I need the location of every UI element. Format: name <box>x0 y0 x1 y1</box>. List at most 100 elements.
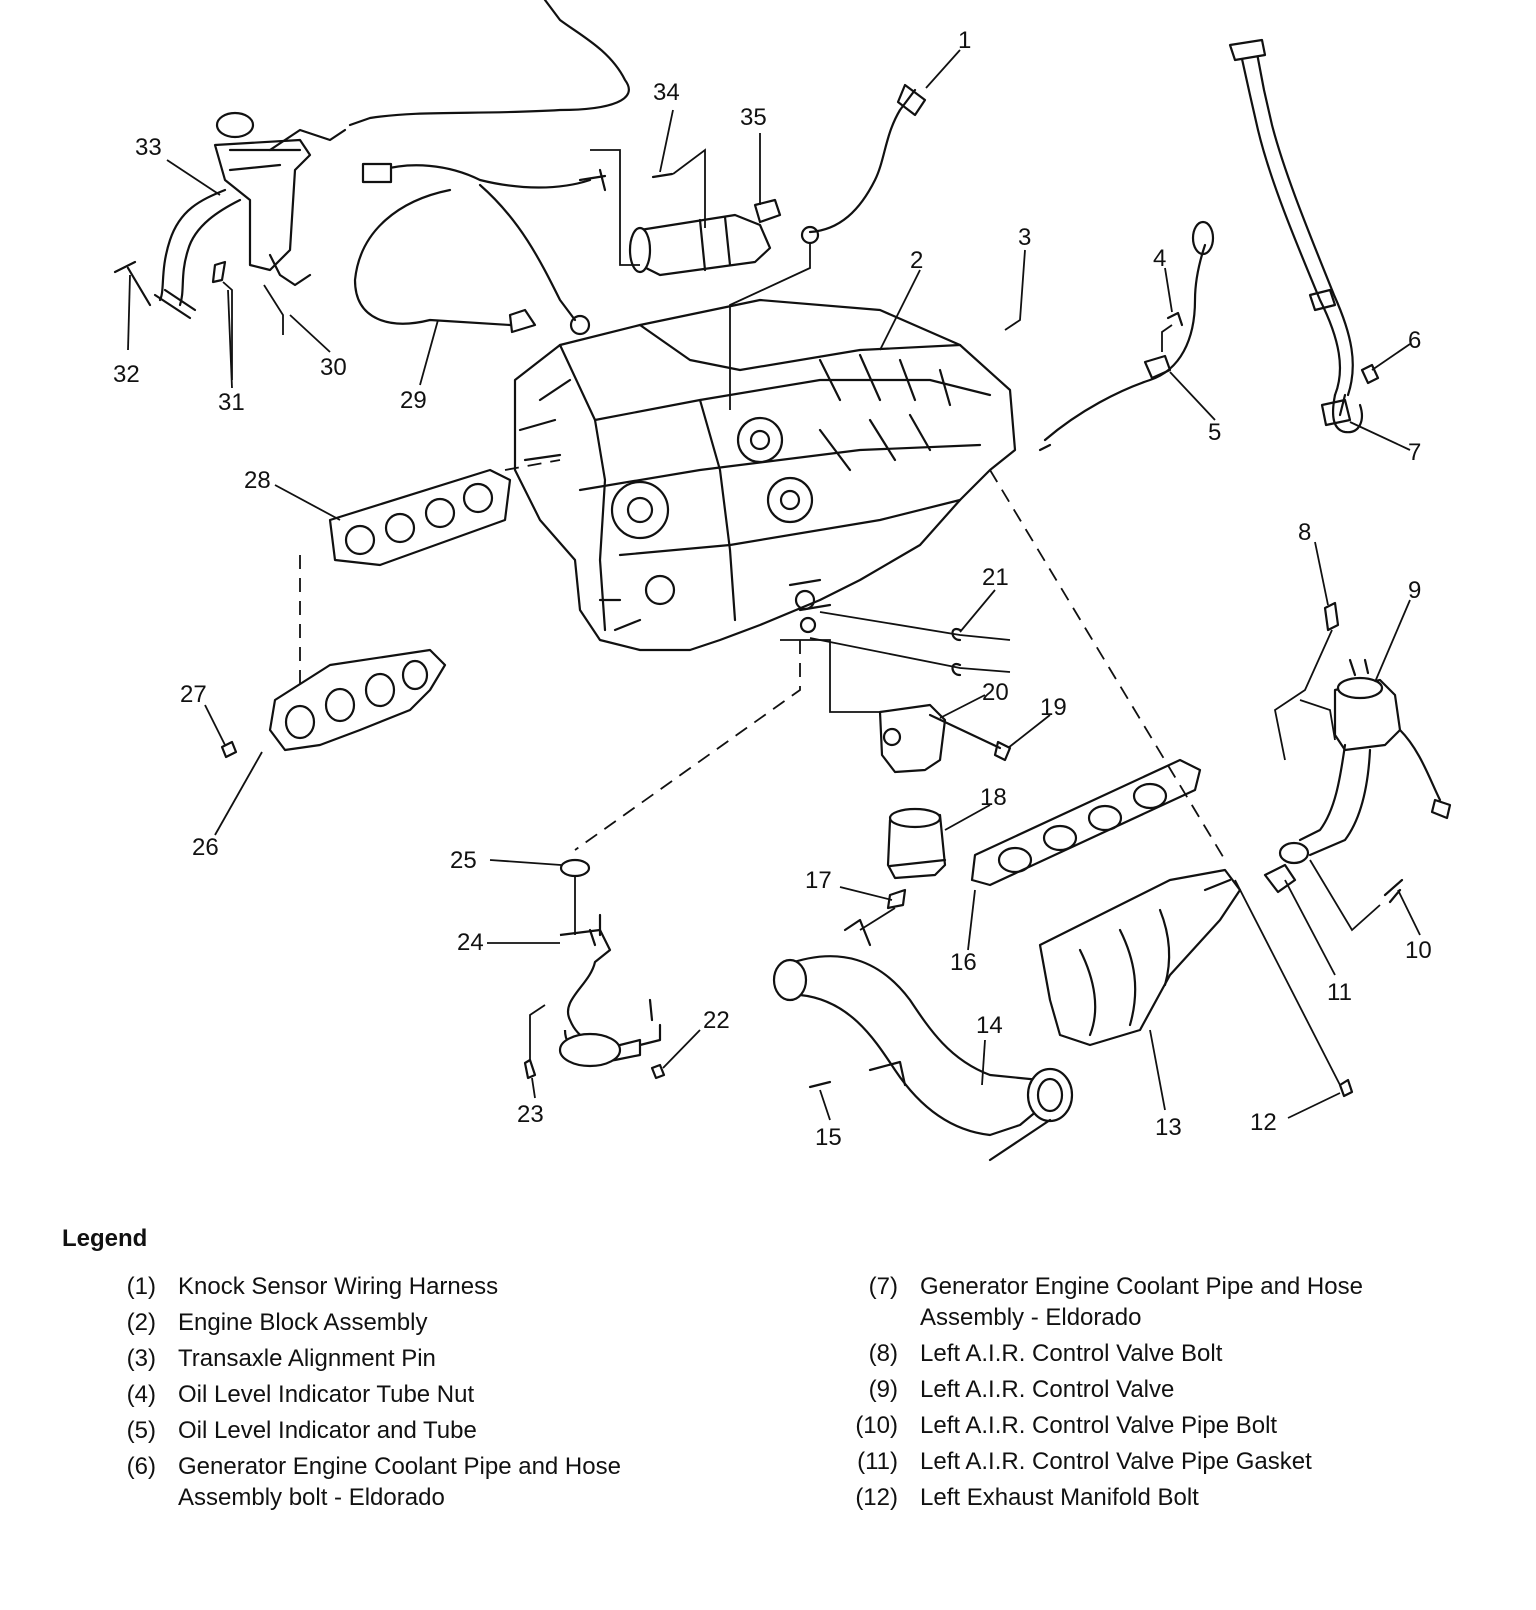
legend-item-line: Left A.I.R. Control Valve Bolt <box>920 1340 1223 1367</box>
callout-4: 4 <box>1153 245 1166 272</box>
callout-17: 17 <box>805 867 832 894</box>
legend-item-number: (2) <box>126 1309 156 1336</box>
callout-33: 33 <box>135 134 162 161</box>
leader-lines <box>127 49 1421 1121</box>
exhaust-crossover-pipe-drawing <box>772 918 1074 1162</box>
legend-item-text: Left A.I.R. Control Valve Pipe Gasket <box>920 1446 1312 1477</box>
legend-item-number: (11) <box>857 1448 898 1475</box>
callout-16: 16 <box>950 949 977 976</box>
callout-3: 3 <box>1018 224 1031 251</box>
legend-item: (1) Knock Sensor Wiring Harness <box>88 1271 621 1302</box>
legend-item-line: Assembly - Eldorado <box>920 1304 1142 1331</box>
legend-item-number: (8) <box>868 1340 898 1367</box>
legend-item: (2) Engine Block Assembly <box>88 1307 621 1338</box>
legend-item: (5) Oil Level Indicator and Tube <box>88 1415 621 1446</box>
generator-coolant-pipe-drawing <box>1228 38 1380 434</box>
callout-28: 28 <box>244 467 271 494</box>
legend-item-text: Knock Sensor Wiring Harness <box>178 1271 498 1302</box>
wiring-harness-drawing <box>348 0 640 336</box>
legend-item-line: Generator Engine Coolant Pipe and Hose <box>178 1453 621 1480</box>
legend-item-text: Oil Level Indicator and Tube <box>178 1415 477 1446</box>
legend-item: (8) Left A.I.R. Control Valve Bolt <box>830 1338 1363 1369</box>
legend-item-line: Left A.I.R. Control Valve <box>920 1376 1175 1403</box>
legend-item-line: Assembly bolt - Eldorado <box>178 1484 445 1511</box>
callout-23: 23 <box>517 1101 544 1128</box>
legend-item: (9) Left A.I.R. Control Valve <box>830 1374 1363 1405</box>
callout-9: 9 <box>1408 577 1421 604</box>
legend-item: (12) Left Exhaust Manifold Bolt <box>830 1482 1363 1513</box>
callout-18: 18 <box>980 784 1007 811</box>
legend-item-line: Oil Level Indicator Tube Nut <box>178 1381 475 1408</box>
legend-item: (11) Left A.I.R. Control Valve Pipe Gaske… <box>830 1446 1363 1477</box>
callout-20: 20 <box>982 679 1009 706</box>
legend-item-number: (10) <box>855 1412 898 1439</box>
knock-sensor-harness-drawing <box>808 88 917 234</box>
legend-item-number: (1) <box>126 1273 156 1300</box>
callout-12: 12 <box>1250 1109 1277 1136</box>
legend-item-line: Knock Sensor Wiring Harness <box>178 1273 499 1300</box>
engine-exploded-view: 1 2 3 4 5 6 7 8 9 10 11 12 13 14 15 16 1… <box>113 0 1452 1162</box>
legend-item-text: Oil Level Indicator Tube Nut <box>178 1379 474 1410</box>
callout-10: 10 <box>1405 937 1432 964</box>
legend-item-number: (6) <box>126 1453 156 1480</box>
callout-2: 2 <box>910 247 923 274</box>
callout-30: 30 <box>320 354 347 381</box>
callout-32: 32 <box>113 361 140 388</box>
callout-14: 14 <box>976 1012 1003 1039</box>
callout-19: 19 <box>1040 694 1067 721</box>
callout-11: 11 <box>1327 979 1352 1006</box>
legend-item: (10) Left A.I.R. Control Valve Pipe Bolt <box>830 1410 1363 1441</box>
legend-item-number: (5) <box>126 1417 156 1444</box>
legend-column-left: (1) Knock Sensor Wiring Harness (2) Engine … <box>88 1271 621 1518</box>
oil-filter-drawing <box>886 807 947 880</box>
callout-15: 15 <box>815 1124 842 1151</box>
coolant-pipe-drawing <box>113 111 347 380</box>
legend: Legend (1) Knock Sensor Wiring Harness (2)… <box>0 1225 1536 1610</box>
legend-item-number: (4) <box>126 1381 156 1408</box>
legend-item-number: (7) <box>868 1273 898 1300</box>
legend-item-text: Transaxle Alignment Pin <box>178 1343 436 1374</box>
legend-item-line: Generator Engine Coolant Pipe and Hose <box>920 1273 1363 1300</box>
legend-item-line: Transaxle Alignment Pin <box>178 1345 436 1372</box>
legend-item-text: Left A.I.R. Control Valve <box>920 1374 1174 1405</box>
callout-29: 29 <box>400 387 427 414</box>
callout-27: 27 <box>180 681 207 708</box>
legend-item: (3)Transaxle Alignment Pin <box>88 1343 621 1374</box>
legend-item-line: Left Exhaust Manifold Bolt <box>920 1484 1199 1511</box>
callout-5: 5 <box>1208 419 1221 446</box>
legend-item-number: (9) <box>868 1376 898 1403</box>
callout-31: 31 <box>218 389 245 416</box>
callout-34: 34 <box>653 79 680 106</box>
callout-25: 25 <box>450 847 477 874</box>
legend-item-line: Left A.I.R. Control Valve Pipe Bolt <box>920 1412 1278 1439</box>
callout-1: 1 <box>958 27 971 54</box>
legend-item-line: Engine Block Assembly <box>178 1309 428 1336</box>
left-manifold-gasket-drawing <box>328 468 512 567</box>
legend-item-number: (12) <box>855 1484 898 1511</box>
callout-22: 22 <box>703 1007 730 1034</box>
legend-item: (7) Generator Engine Coolant Pipe and Hos… <box>830 1271 1363 1333</box>
legend-title: Legend <box>62 1225 148 1252</box>
legend-item-line: Oil Level Indicator and Tube <box>178 1417 477 1444</box>
oil-level-indicator-drawing <box>1038 220 1215 452</box>
oil-pickup-drawing <box>523 858 666 1080</box>
callout-7: 7 <box>1408 439 1421 466</box>
legend-item: (6) Generator Engine Coolant Pipe and Hos… <box>88 1451 621 1513</box>
callout-13: 13 <box>1155 1114 1182 1141</box>
left-exhaust-manifold-drawing <box>220 648 447 759</box>
callout-6: 6 <box>1408 327 1421 354</box>
air-control-valve-drawing <box>1273 601 1452 865</box>
right-manifold-gasket-drawing <box>970 758 1202 887</box>
callout-8: 8 <box>1298 519 1311 546</box>
starter-drawing <box>628 148 782 277</box>
callout-labels: 1 2 3 4 5 6 7 8 9 10 11 12 13 14 15 16 1… <box>113 27 1432 1151</box>
legend-item-line: Left A.I.R. Control Valve Pipe Gasket <box>920 1448 1312 1475</box>
legend-item-text: Left Exhaust Manifold Bolt <box>920 1482 1199 1513</box>
callout-35: 35 <box>740 104 767 131</box>
right-exhaust-manifold-drawing <box>1038 868 1242 1047</box>
legend-item-text: Left A.I.R. Control Valve Pipe Bolt <box>920 1410 1277 1441</box>
engine-block-drawing <box>513 298 1017 652</box>
legend-item-text: Engine Block Assembly <box>178 1307 427 1338</box>
